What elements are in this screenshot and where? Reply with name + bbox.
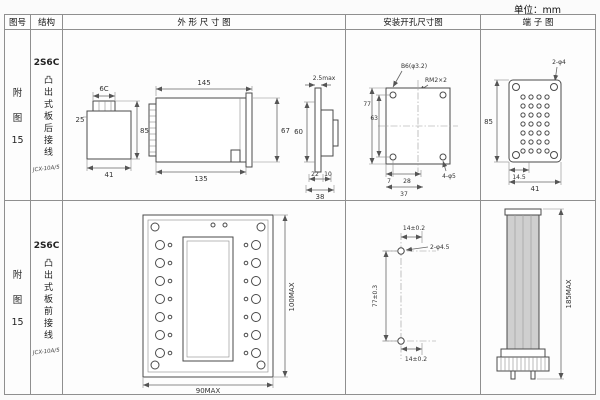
header-outline: 外 形 尺 寸 图 (177, 18, 231, 28)
fig-number: 15 (11, 317, 24, 328)
hole-dia-label: 2-φ4.5 (430, 244, 450, 251)
row1-outline-drawing: 6C 25 85 41 145 (76, 75, 339, 201)
table-vline-2 (62, 15, 63, 394)
dim-67: 67 (281, 127, 290, 135)
dim-85: 85 (140, 127, 149, 135)
dim-22: 22 (311, 171, 319, 178)
dim-41: 41 (531, 185, 540, 193)
structure-cell-row2: 2S6C 凸出式板前接线 JCX-10A/5 (31, 201, 62, 394)
dim-100max: 100MAX (288, 282, 296, 311)
dim-77: 77±0.3 (372, 285, 379, 307)
table-vline-3 (345, 15, 346, 394)
table-vline-4 (480, 15, 481, 394)
terminal-columns (155, 240, 261, 358)
dim-7: 7 (387, 178, 391, 185)
model-label: 2S6C (33, 58, 60, 68)
side-profile-view: 2.5max 60 22 10 38 (294, 75, 339, 201)
dim-135: 135 (194, 175, 207, 183)
table-hline-rowsep (5, 200, 595, 201)
model-label: 2S6C (33, 240, 60, 251)
fig-char-1: 附 (12, 87, 23, 99)
fig-char-2: 图 (12, 295, 23, 306)
unit-label: 单位：mm (514, 5, 562, 16)
dim-28: 28 (403, 178, 411, 185)
wiring-type-label: 凸出式板后接线 (42, 75, 52, 159)
terminal-grid (520, 94, 550, 154)
dim-37: 37 (400, 191, 408, 198)
dim-185max: 185MAX (565, 279, 573, 308)
fig-number: 15 (11, 134, 24, 146)
header-structure: 结构 (37, 18, 55, 28)
dim-60: 60 (294, 128, 303, 136)
row2-mounting-drawing: 14±0.2 2-φ4.5 77±0.3 14±0.2 (372, 225, 450, 363)
mounting-hole-label: B6(φ3.2) (401, 63, 427, 70)
structure-cell-row1: 2S6C 凸出式板后接线 JCX-10A/5 (31, 30, 62, 200)
dim-14-bottom: 14±0.2 (405, 356, 427, 363)
fig-char-2: 图 (12, 112, 23, 124)
dim-6c: 6C (99, 85, 108, 93)
dim-10: 10 (324, 171, 332, 178)
dim-63: 63 (370, 115, 378, 122)
dim-145: 145 (197, 79, 210, 87)
fig-char-1: 附 (12, 270, 23, 281)
row1-terminal-drawing: 2-φ4 85 14.5 41 (484, 59, 566, 193)
row1-mounting-drawing: B6(φ3.2) RM2×2 77 63 7 28 37 4-φ5 (363, 63, 458, 198)
dim-85: 85 (484, 118, 493, 126)
table-vline-1 (30, 15, 31, 394)
subtype-label: JCX-10A/5 (32, 164, 61, 174)
header-fig-no: 图号 (8, 18, 26, 28)
fig-no-cell-row2: 附 图 15 (5, 201, 30, 394)
row2-outline-drawing: 100MAX 90MAX (142, 214, 296, 395)
dim-14-top: 14±0.2 (403, 225, 425, 232)
dim-90max: 90MAX (196, 387, 221, 395)
dim-14-5: 14.5 (512, 174, 526, 181)
subtype-label: JCX-10A/5 (32, 347, 61, 356)
dim-41: 41 (105, 171, 114, 179)
corner-holes-label: 4-φ5 (442, 173, 456, 180)
dim-77: 77 (363, 101, 371, 108)
header-terminal: 端 子 图 (522, 18, 554, 28)
dim-25: 25 (76, 116, 85, 124)
wiring-type-label: 凸出式板前接线 (42, 257, 52, 342)
dimension-table: 图号 结构 外 形 尺 寸 图 安装开孔尺寸图 端 子 图 附 图 15 2S6… (4, 14, 596, 395)
side-view-small: 6C 25 85 41 (76, 85, 149, 179)
thread-label: RM2×2 (425, 77, 447, 84)
dim-38: 38 (316, 193, 325, 201)
terminal-hole-label: 2-φ4 (552, 59, 566, 66)
front-view: 145 135 67 (148, 79, 290, 183)
socket-teeth (500, 357, 546, 371)
table-hline-header (5, 29, 595, 30)
row2-terminal-drawing: 185MAX (496, 208, 573, 380)
dim-2-5max: 2.5max (313, 75, 336, 82)
fig-no-cell-row1: 附 图 15 (5, 30, 30, 200)
header-mounting: 安装开孔尺寸图 (383, 18, 443, 28)
